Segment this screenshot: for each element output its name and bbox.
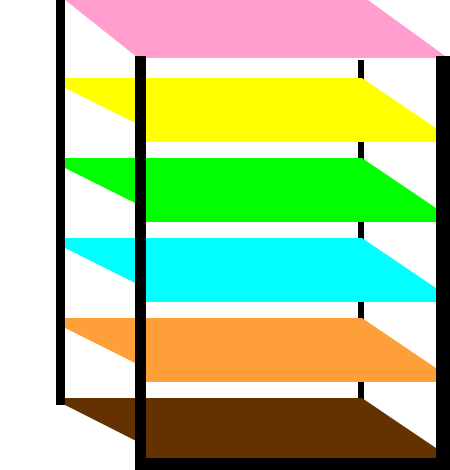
shelf-third <box>65 158 436 222</box>
front-base-bar <box>135 458 450 470</box>
front-left-post <box>135 56 146 470</box>
shelf-fifth <box>65 318 436 382</box>
shelf-second <box>65 78 436 142</box>
front-right-post <box>436 56 450 460</box>
shelf-bottom <box>65 398 436 458</box>
shelf-top <box>65 0 448 58</box>
back-left-post <box>56 0 65 405</box>
back-right-post <box>358 60 364 400</box>
shelf-fourth <box>65 238 436 302</box>
